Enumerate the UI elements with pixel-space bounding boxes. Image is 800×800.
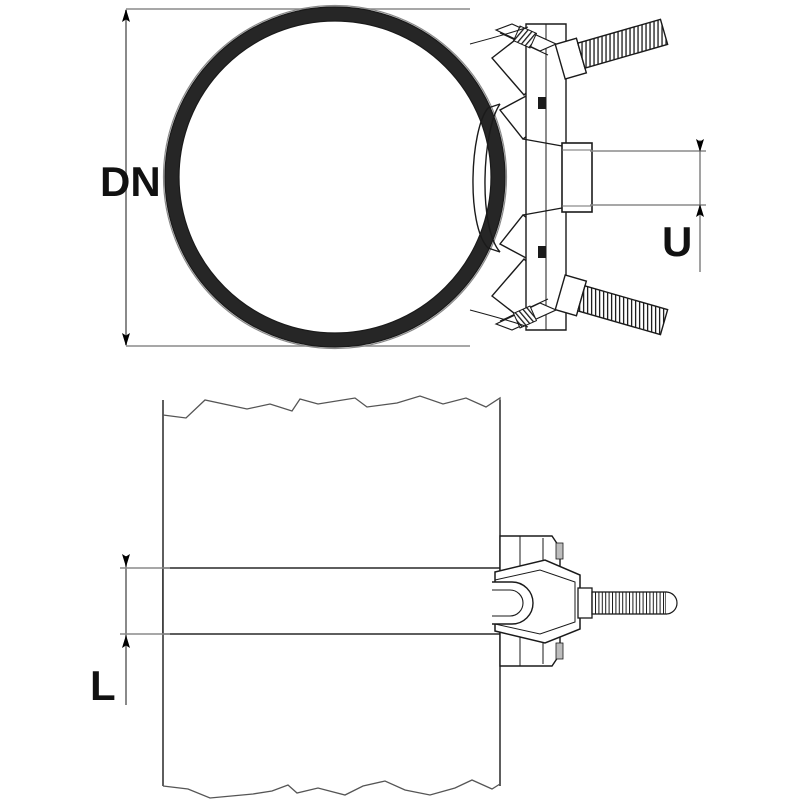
saddle-tab-lower: [538, 246, 546, 258]
ring-to-bracket-leader-top: [469, 26, 529, 45]
l-arrow-bottom: [122, 635, 130, 648]
dn-dimension-label: DN: [100, 158, 161, 205]
side-view-group: [120, 395, 678, 799]
clamp-band-outer-edge: [164, 6, 506, 348]
break-line-bottom: [162, 779, 501, 799]
bracket-hub-block: [561, 142, 593, 213]
saddle-tab-upper: [538, 97, 546, 109]
lower-rod-thread: [512, 305, 538, 329]
u-bolt-loop-inner: [492, 589, 524, 617]
u-arrow-bottom: [696, 204, 704, 217]
dn-dimension-line: [122, 9, 130, 346]
dn-arrow-bottom: [122, 333, 130, 346]
saddle-inner-curve: [472, 107, 489, 249]
lower-bolt-thread: [576, 285, 669, 336]
clamp-band-ring: [165, 7, 505, 347]
lower-tension-rod: [494, 298, 558, 331]
u-dimension-label: U: [662, 218, 692, 265]
l-extension-lines: [120, 567, 170, 635]
clamp-band-section: [162, 567, 501, 635]
upper-tension-rod: [494, 23, 558, 56]
l-arrow-top: [122, 554, 130, 567]
upper-threaded-bolt: [554, 18, 669, 80]
front-view-group: [122, 4, 706, 350]
lower-threaded-bolt: [554, 274, 669, 336]
u-dimension-line: [696, 139, 704, 272]
hub-connector-lines: [522, 138, 563, 216]
l-dimension-label: L: [90, 662, 116, 709]
upper-rod-thread: [512, 25, 538, 49]
ring-to-bracket-leader-bottom: [469, 309, 529, 328]
u-extension-lines: [590, 150, 706, 206]
clamp-lug-assembly: [492, 535, 678, 667]
lug-bolt-thread: [591, 591, 667, 615]
l-dimension-line: [122, 554, 130, 705]
break-line-top: [162, 395, 501, 419]
u-bolt-loop-outer: [492, 581, 534, 625]
dn-arrow-top: [122, 9, 130, 22]
lug-bolt-tip: [665, 591, 678, 615]
lug-upper-pin: [555, 542, 564, 560]
lug-lower-pin: [555, 642, 564, 660]
clamp-band-inner-edge: [178, 20, 492, 334]
u-arrow-top: [696, 139, 704, 152]
lug-body-inner-edge: [494, 569, 576, 635]
ring-outer-construction-circle: [162, 4, 508, 350]
saddle-edge-ties: [487, 103, 501, 253]
upper-bolt-thread: [576, 18, 669, 69]
lug-bolt-collar: [577, 587, 593, 619]
saddle-outer-curve: [484, 103, 501, 253]
